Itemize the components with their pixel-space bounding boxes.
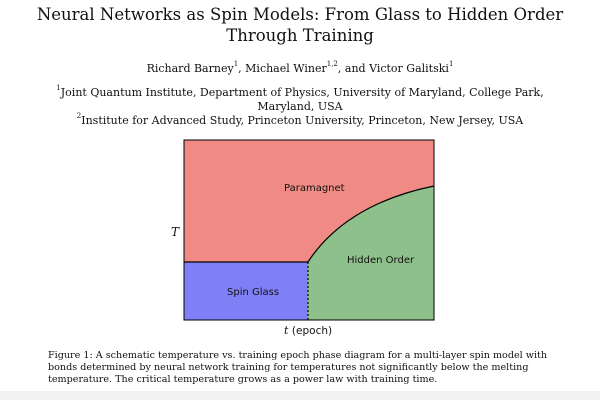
paramagnet-label: Paramagnet bbox=[284, 183, 345, 194]
phase-boundary-curve bbox=[307, 185, 435, 263]
spin-glass-label: Spin Glass bbox=[227, 287, 280, 298]
affiliation-mark: 1 bbox=[56, 84, 61, 93]
paper-title: Neural Networks as Spin Models: From Gla… bbox=[0, 4, 600, 46]
paper-title-line-1: Neural Networks as Spin Models: From Gla… bbox=[36, 5, 564, 24]
spin-glass-region bbox=[184, 262, 308, 320]
author-name: Victor Galitski bbox=[369, 62, 449, 75]
x-axis-variable: t bbox=[284, 324, 289, 337]
affiliation-mark: 2 bbox=[76, 112, 82, 121]
affiliation-text: Maryland, USA bbox=[257, 100, 343, 113]
phase-diagram-figure: T Paramagnet Hidden Order Spin Glass t (… bbox=[160, 136, 450, 341]
hidden-order-region bbox=[308, 186, 434, 320]
figure-caption: Figure 1: A schematic temperature vs. tr… bbox=[48, 350, 548, 385]
author-separator: , and bbox=[337, 62, 370, 75]
affiliation-text: Institute for Advanced Study, Princeton … bbox=[81, 114, 524, 127]
affiliation-list: 1Joint Quantum Institute, Department of … bbox=[40, 84, 560, 128]
plot-frame bbox=[183, 139, 435, 321]
author-name: Michael Winer bbox=[245, 62, 327, 75]
author-affiliation-mark: 1 bbox=[233, 60, 239, 69]
affiliation-text: Joint Quantum Institute, Department of P… bbox=[60, 86, 544, 99]
x-axis-unit: (epoch) bbox=[291, 325, 333, 337]
author-affiliation-mark: 1,2 bbox=[326, 60, 338, 69]
affiliation-line: 1Joint Quantum Institute, Department of … bbox=[40, 84, 560, 100]
x-axis-label: t (epoch) bbox=[284, 324, 332, 337]
author-separator: , bbox=[238, 62, 246, 75]
page-bottom-strip bbox=[0, 391, 600, 400]
affiliation-line: 2Institute for Advanced Study, Princeton… bbox=[40, 112, 560, 128]
affiliation-line: Maryland, USA bbox=[40, 100, 560, 114]
hidden-order-label: Hidden Order bbox=[347, 255, 415, 266]
paper-title-line-2: Through Training bbox=[226, 26, 374, 45]
author-affiliation-mark: 1 bbox=[448, 60, 454, 69]
author-name: Richard Barney bbox=[146, 62, 234, 75]
phase-diagram-plot bbox=[183, 139, 435, 321]
author-list: Richard Barney1, Michael Winer1,2, and V… bbox=[0, 60, 600, 76]
y-axis-label: T bbox=[171, 225, 180, 239]
